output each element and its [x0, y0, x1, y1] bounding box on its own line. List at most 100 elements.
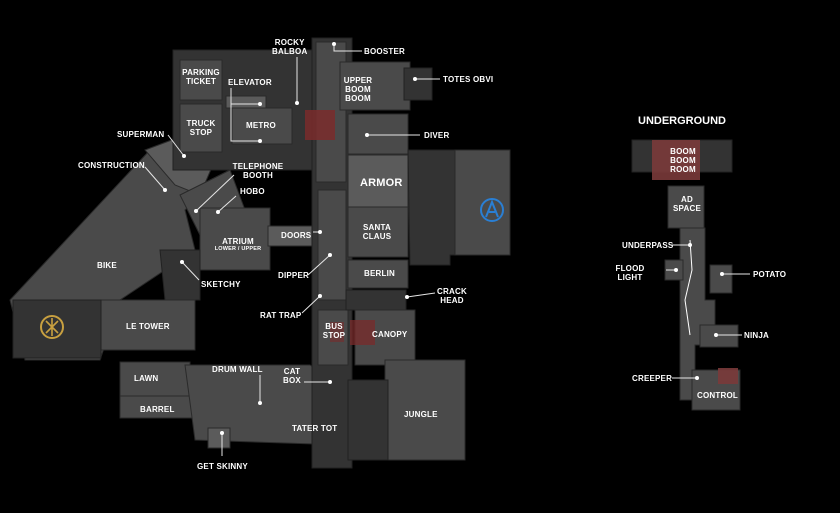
label-upper-boom-boom: UPPER BOOM BOOM — [340, 76, 376, 103]
label-boom-boom-room-line2: BOOM — [670, 156, 696, 165]
label-underpass: UNDERPASS — [622, 241, 674, 250]
label-rocky-balboa-line1: ROCKY — [274, 38, 305, 47]
blue-spawn-icon — [480, 198, 504, 222]
label-crack-head-line2: HEAD — [440, 296, 464, 305]
label-ad-space: AD SPACE — [670, 195, 704, 213]
label-barrel: BARREL — [140, 405, 175, 414]
label-diver: DIVER — [424, 131, 450, 140]
diver-room — [347, 113, 409, 155]
label-berlin: BERLIN — [364, 269, 395, 278]
gold-spawn-icon — [40, 315, 64, 339]
label-bus-stop: BUS STOP — [320, 322, 348, 340]
label-truck-stop-line2: STOP — [189, 128, 213, 137]
label-atrium-main: ATRIUM — [222, 237, 254, 246]
label-ad-space-line2: SPACE — [673, 204, 701, 213]
blue-spawn-room — [454, 149, 511, 256]
label-santa-claus: SANTA CLAUS — [355, 223, 399, 241]
dipper-corridor — [317, 189, 347, 301]
label-flood-light-line2: LIGHT — [617, 273, 643, 282]
label-upper-boom-boom-line1: UPPER — [343, 76, 373, 85]
metro-room — [231, 107, 293, 145]
label-armor: ARMOR — [360, 177, 403, 189]
label-santa-claus-line1: SANTA — [363, 223, 391, 232]
ninja-room — [699, 324, 739, 348]
objective-marker-canopy — [350, 320, 375, 345]
label-rocky-balboa: ROCKY BALBOA — [272, 38, 307, 56]
underground-title: UNDERGROUND — [638, 115, 726, 127]
get-skinny-room — [207, 427, 231, 449]
label-telephone-booth-line2: BOOTH — [243, 171, 273, 180]
label-crack-head: CRACK HEAD — [436, 287, 468, 305]
label-flood-light-line1: FLOOD — [615, 264, 645, 273]
label-upper-boom-boom-line2: BOOM — [345, 85, 371, 94]
label-doors: DOORS — [281, 231, 312, 240]
elevator-room — [225, 95, 267, 109]
label-jungle: JUNGLE — [404, 410, 438, 419]
label-booster: BOOSTER — [364, 47, 405, 56]
label-cat-box-line1: CAT — [283, 367, 301, 376]
label-dipper: DIPPER — [278, 271, 309, 280]
label-santa-claus-line2: CLAUS — [362, 232, 392, 241]
santa-claus-room — [347, 206, 409, 258]
label-le-tower: LE TOWER — [126, 322, 170, 331]
label-boom-boom-room: BOOM BOOM ROOM — [665, 147, 701, 174]
label-hobo: HOBO — [240, 187, 265, 196]
le-tower-room — [94, 299, 196, 351]
leader-lines — [144, 42, 750, 456]
potato-room — [709, 264, 733, 294]
boom-boom-room — [652, 140, 700, 180]
label-telephone-booth-line1: TELEPHONE — [232, 162, 284, 171]
armor-room — [347, 154, 409, 208]
label-ad-space-line1: AD — [681, 195, 693, 204]
main-level — [9, 37, 511, 469]
crack-head-passage — [345, 289, 407, 311]
label-cat-box-line2: BOX — [283, 376, 301, 385]
label-control: CONTROL — [697, 391, 738, 400]
label-potato: POTATO — [753, 270, 787, 279]
label-atrium: ATRIUM LOWER / UPPER — [210, 237, 266, 252]
lawn-room — [119, 361, 191, 397]
label-tater-tot: TATER TOT — [292, 424, 338, 433]
sketchy-area — [159, 249, 201, 301]
label-creeper: CREEPER — [632, 374, 673, 383]
label-drum-wall: DRUM WALL — [212, 365, 263, 374]
upper-boom-boom-room — [339, 61, 411, 111]
label-bike: BIKE — [97, 261, 117, 270]
label-canopy: CANOPY — [372, 330, 408, 339]
truck-stop-room — [179, 103, 223, 153]
label-elevator: ELEVATOR — [228, 78, 272, 87]
label-crack-head-line1: CRACK — [437, 287, 467, 296]
label-flood-light: FLOOD LIGHT — [612, 264, 648, 282]
control-objective — [718, 368, 738, 384]
label-parking-ticket-line1: PARKING — [182, 68, 220, 77]
label-upper-boom-boom-line3: BOOM — [345, 94, 371, 103]
label-rocky-balboa-line2: BALBOA — [272, 47, 308, 56]
label-truck-stop: TRUCK STOP — [180, 119, 222, 137]
underpass-path — [684, 239, 693, 336]
le-tower-yard — [12, 299, 102, 359]
berlin-room — [347, 259, 409, 289]
label-atrium-sub: LOWER / UPPER — [214, 246, 262, 252]
label-bus-stop-line2: STOP — [322, 331, 346, 340]
label-rat-trap: RAT TRAP — [260, 311, 302, 320]
label-get-skinny: GET SKINNY — [197, 462, 248, 471]
label-ninja: NINJA — [744, 331, 770, 340]
label-lawn: LAWN — [134, 374, 159, 383]
objective-marker-metro — [305, 110, 335, 140]
label-totes-obvi: TOTES OBVI — [443, 75, 494, 84]
totes-obvi-room — [403, 67, 433, 101]
label-metro: METRO — [246, 121, 276, 130]
label-boom-boom-room-line3: ROOM — [670, 165, 696, 174]
label-sketchy: SKETCHY — [201, 280, 241, 289]
label-telephone-booth: TELEPHONE BOOTH — [232, 162, 284, 180]
underground-level — [631, 139, 741, 411]
objective-marker-bus-stop — [330, 322, 344, 342]
label-construction: CONSTRUCTION — [78, 161, 145, 170]
label-bus-stop-line1: BUS — [325, 322, 343, 331]
label-cat-box: CAT BOX — [280, 367, 304, 385]
label-truck-stop-line1: TRUCK — [186, 119, 216, 128]
label-boom-boom-room-line1: BOOM — [670, 147, 696, 156]
jungle-corridor — [347, 379, 389, 461]
